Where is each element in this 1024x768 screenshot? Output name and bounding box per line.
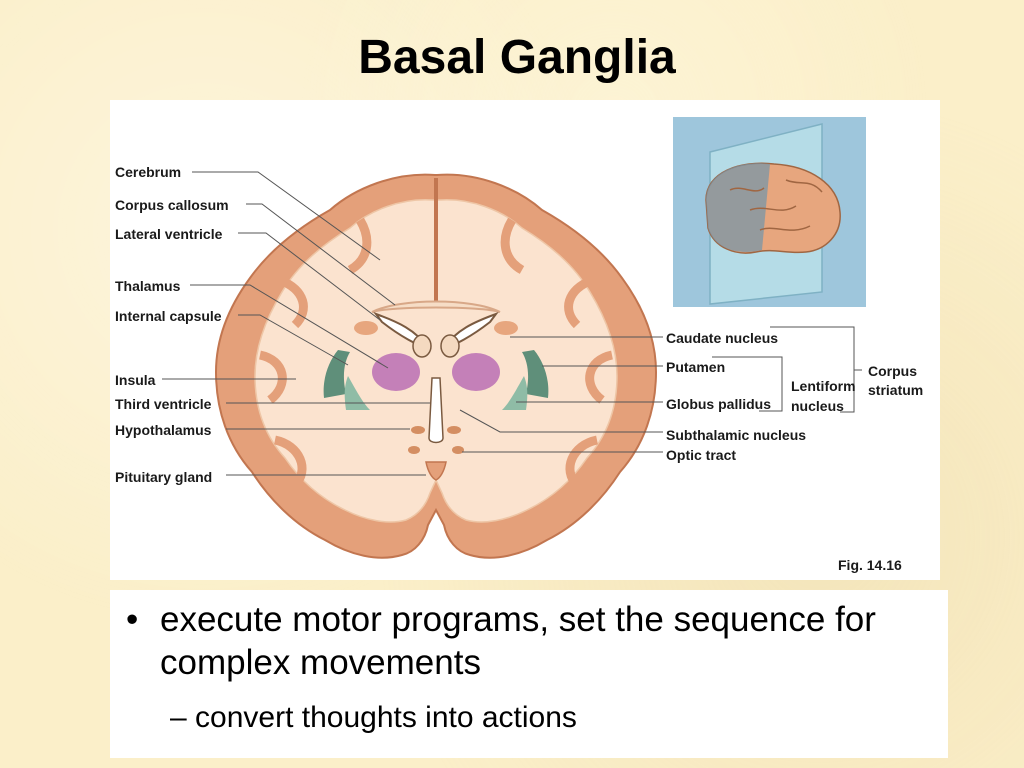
- gyrus-fold: [564, 275, 594, 329]
- label-hypothalamus: Hypothalamus: [115, 422, 212, 438]
- caudate-nucleus-left: [354, 321, 378, 335]
- inset-brain-gyri: [729, 179, 823, 231]
- label-globus-pallidus: Globus pallidus: [666, 396, 771, 412]
- label-corpus-line2: striatum: [868, 382, 923, 398]
- bullet-sub-text: convert thoughts into actions: [195, 701, 577, 734]
- slide-title: Basal Ganglia: [358, 31, 676, 84]
- label-corpus-callosum: Corpus callosum: [115, 197, 229, 213]
- label-lateral-ventricle: Lateral ventricle: [115, 226, 223, 242]
- gyrus-fold: [347, 217, 372, 274]
- label-cerebrum: Cerebrum: [115, 164, 181, 180]
- leader-line-cerebrum: [192, 171, 381, 261]
- white-matter: [254, 199, 618, 523]
- gyrus-fold: [278, 275, 308, 329]
- leader-line-corpus-callosum: [246, 203, 396, 306]
- leader-lines-right: [459, 326, 862, 453]
- orientation-inset: [673, 117, 866, 307]
- gyrus-fold: [500, 217, 525, 274]
- label-optic-tract: Optic tract: [666, 447, 736, 463]
- bullet-main-text: execute motor programs, set the sequence…: [160, 600, 876, 682]
- subthalamic-nucleus-right: [447, 426, 461, 434]
- corpus-callosum: [371, 300, 501, 313]
- bullet-marker: •: [126, 600, 139, 639]
- gyrus-fold: [273, 435, 307, 489]
- label-insula: Insula: [115, 372, 156, 388]
- bracket-lentiform: [712, 356, 783, 412]
- leader-line-subthalamic: [459, 409, 663, 433]
- brain-coronal-section: [214, 173, 658, 559]
- inset-brain-shaded: [706, 163, 770, 252]
- third-ventricle: [428, 377, 444, 444]
- bullet-main: • execute motor programs, set the sequen…: [120, 598, 930, 684]
- fornix-right: [440, 334, 460, 358]
- label-putamen: Putamen: [666, 359, 725, 375]
- label-third-ventricle: Third ventricle: [115, 396, 212, 412]
- pituitary-gland: [425, 461, 447, 481]
- label-subthalamic-nucleus: Subthalamic nucleus: [666, 427, 806, 443]
- leader-line-thalamus: [190, 284, 389, 369]
- leader-line-internal-capsule: [238, 314, 349, 366]
- label-pituitary-gland: Pituitary gland: [115, 469, 212, 485]
- caudate-nucleus-right: [494, 321, 518, 335]
- sub-bullet-marker: –: [170, 701, 187, 734]
- label-internal-capsule: Internal capsule: [115, 308, 222, 324]
- brain-diagram: Cerebrum Corpus callosum Lateral ventric…: [115, 117, 923, 573]
- label-lentiform-line1: Lentiform: [791, 378, 856, 394]
- label-thalamus: Thalamus: [115, 278, 181, 294]
- gyrus-fold: [565, 435, 599, 489]
- bullet-sub: – convert thoughts into actions: [170, 700, 577, 736]
- subthalamic-nucleus-left: [411, 426, 425, 434]
- thalamus-left: [372, 353, 420, 391]
- label-corpus-line1: Corpus: [868, 363, 917, 379]
- gyrus-fold: [258, 350, 287, 404]
- fornix-left: [412, 334, 432, 358]
- leader-line-lateral-ventricle: [238, 232, 381, 321]
- putamen-right: [522, 350, 549, 398]
- optic-tract-left: [408, 446, 420, 454]
- label-lentiform-line2: nucleus: [791, 398, 844, 414]
- bullet-box: • execute motor programs, set the sequen…: [110, 590, 948, 758]
- gyrus-fold: [585, 350, 614, 404]
- leader-lines-left: [162, 171, 430, 476]
- figure-number: Fig. 14.16: [838, 557, 902, 573]
- globus-pallidus-left: [344, 376, 370, 410]
- optic-tract-right: [452, 446, 464, 454]
- label-caudate-nucleus: Caudate nucleus: [666, 330, 778, 346]
- thalamus-right: [452, 353, 500, 391]
- brain-figure: Cerebrum Corpus callosum Lateral ventric…: [110, 100, 940, 580]
